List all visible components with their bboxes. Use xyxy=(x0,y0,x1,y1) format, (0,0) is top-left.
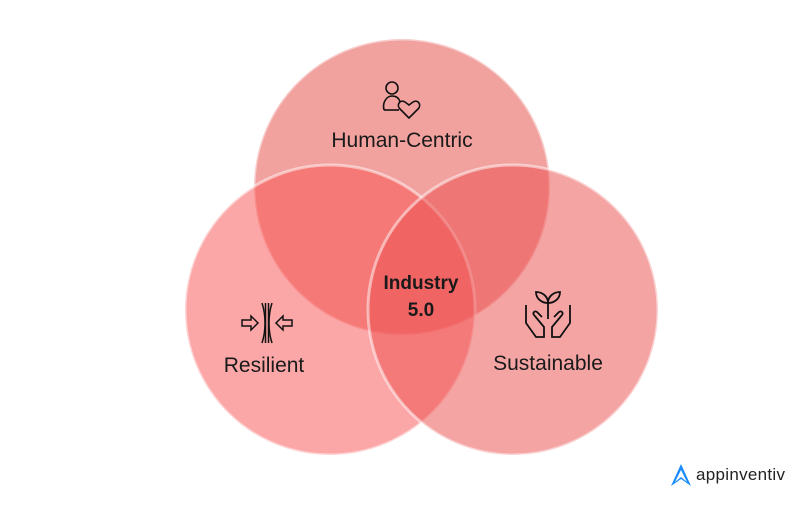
circle-sustainable xyxy=(366,163,660,457)
label-sustainable: Sustainable xyxy=(493,352,603,375)
person-heart-icon xyxy=(382,81,421,120)
compress-arrows-icon xyxy=(241,302,293,344)
hands-plant-icon xyxy=(525,291,571,338)
appinventiv-logo-icon xyxy=(671,464,691,486)
label-resilient: Resilient xyxy=(223,354,305,377)
center-title-line1: Industry xyxy=(383,273,459,294)
center-title: Industry 5.0 xyxy=(384,270,459,324)
brand-name: appinventiv xyxy=(696,465,786,484)
label-human-centric: Human-Centric xyxy=(331,129,473,152)
brand-logo: appinventiv xyxy=(670,463,785,487)
center-title-line2: 5.0 xyxy=(407,300,435,321)
